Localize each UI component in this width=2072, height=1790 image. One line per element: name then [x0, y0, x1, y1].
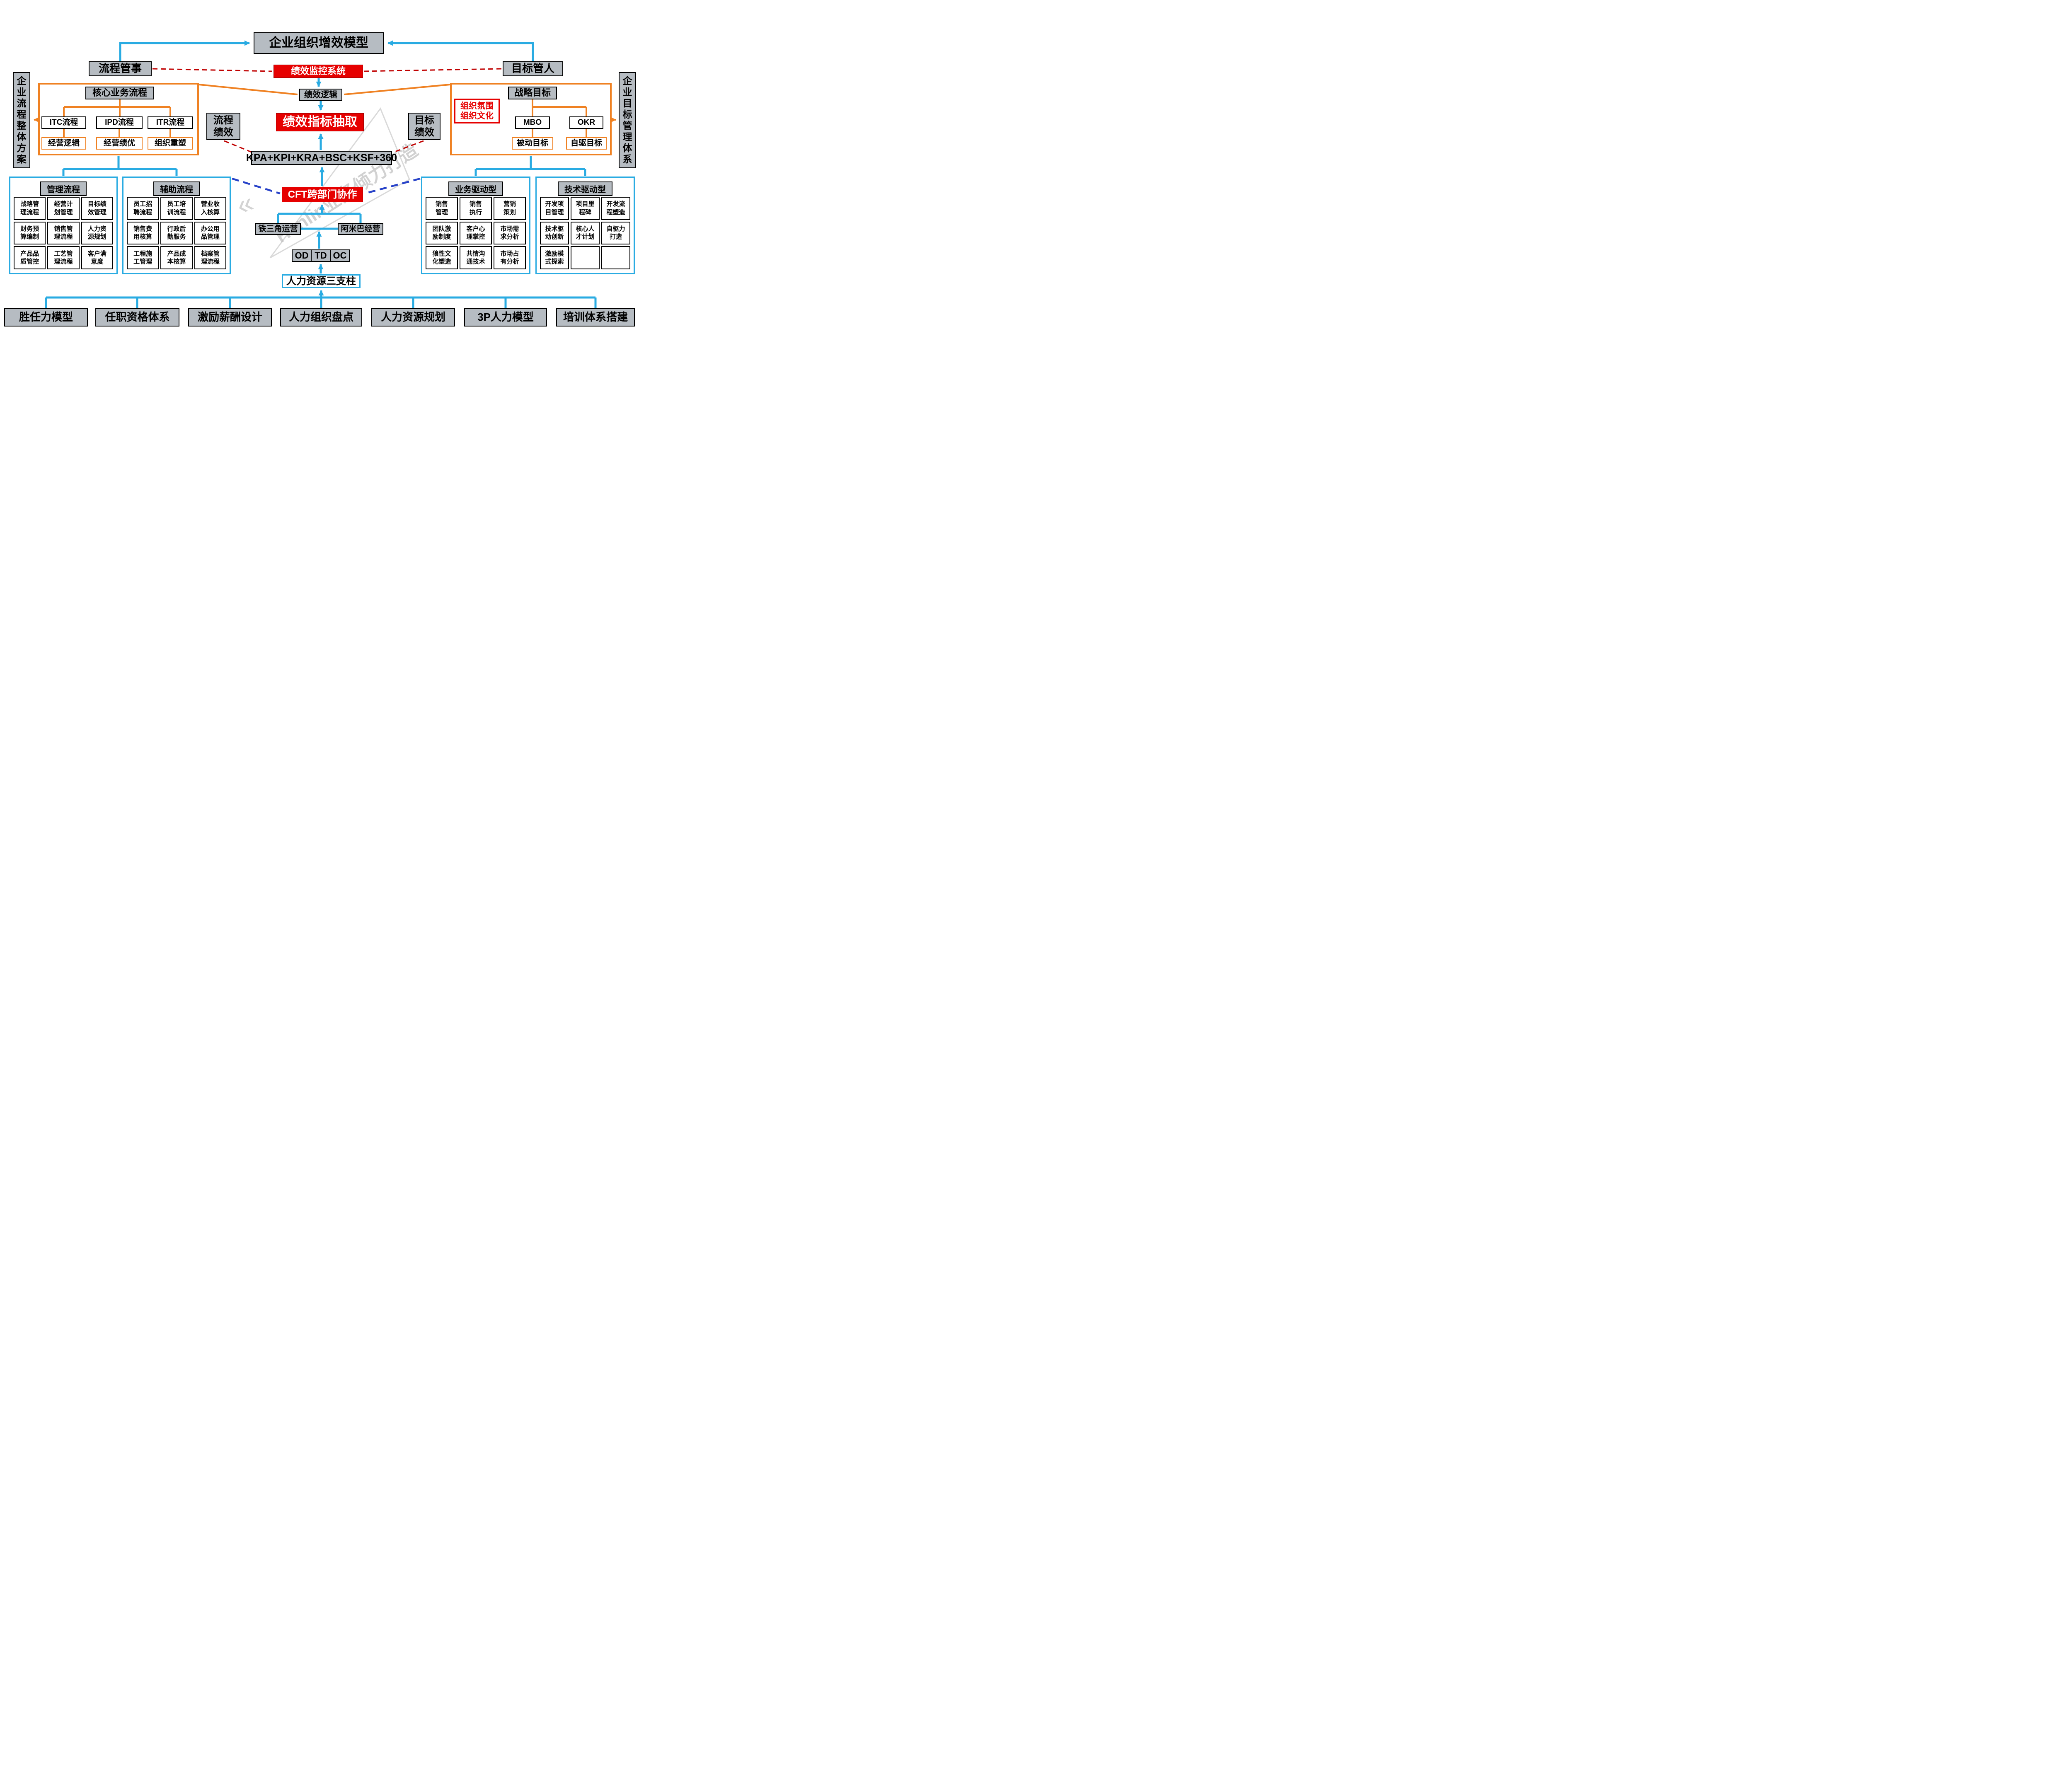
- business-driven-panel: 业务驱动型 销售 管理 销售 执行 营销 策划 团队激 励制度 客户心 理掌控 …: [421, 177, 530, 274]
- goal-system-vertical-label: 企业目标管理体系: [619, 72, 636, 168]
- table-cell: 销售 管理: [426, 197, 458, 220]
- table-cell: 销售 执行: [460, 197, 492, 220]
- three-p-model-box: 3P人力模型: [464, 308, 547, 327]
- process-system-vertical-label: 企业流程整体方案: [13, 72, 30, 168]
- table-cell: 市场占 有分析: [494, 246, 526, 269]
- hr-planning-box: 人力资源规划: [371, 308, 455, 327]
- left-process-panel: [38, 83, 199, 155]
- incentive-compensation-box: 激励薪酬设计: [188, 308, 272, 327]
- table-cell: 行政后 勤服务: [160, 221, 193, 245]
- table-cell: 激励模 式探索: [540, 246, 569, 269]
- technology-driven-panel: 技术驱动型 开发项 目管理 项目里 程碑 开发流 程塑造 技术驱 动创新 核心人…: [535, 177, 635, 274]
- auxiliary-process-table: 员工招 聘流程 员工培 训流程 营业收 入核算 销售费 用核算 行政后 勤服务 …: [127, 197, 226, 269]
- table-cell: 共情沟 通技术: [460, 246, 492, 269]
- table-cell-empty: [601, 246, 630, 269]
- table-cell: 人力资 源规划: [81, 221, 113, 245]
- strategy-goal-title: 战略目标: [508, 87, 557, 99]
- process-perf-box: 流程 绩效: [206, 113, 240, 140]
- amoeba-box: 阿米巴经营: [338, 223, 383, 235]
- table-cell: 团队激 励制度: [426, 221, 458, 245]
- table-cell: 自驱力 打造: [601, 221, 630, 245]
- table-cell: 技术驱 动创新: [540, 221, 569, 245]
- management-process-title: 管理流程: [40, 181, 87, 196]
- red-dashed-connectors: [152, 68, 502, 153]
- table-cell: 市场需 求分析: [494, 221, 526, 245]
- goal-perf-box: 目标 绩效: [408, 113, 441, 140]
- table-cell: 营销 策划: [494, 197, 526, 220]
- table-cell: 产品成 本核算: [160, 246, 193, 269]
- table-cell: 客户心 理掌控: [460, 221, 492, 245]
- main-title: 企业组织增效模型: [254, 32, 384, 54]
- management-process-panel: 管理流程 战略管 理流程 经营计 划管理 目标绩 效管理 财务预 算编制 销售管…: [9, 177, 118, 274]
- auxiliary-process-panel: 辅助流程 员工招 聘流程 员工培 训流程 营业收 入核算 销售费 用核算 行政后…: [122, 177, 231, 274]
- table-cell: 核心人 才计划: [571, 221, 600, 245]
- org-reshape-box: 组织重塑: [148, 137, 193, 150]
- table-cell: 档案管 理流程: [194, 246, 226, 269]
- table-cell: 项目里 程碑: [571, 197, 600, 220]
- right-goal-panel: [450, 83, 612, 155]
- table-cell: 员工招 聘流程: [127, 197, 159, 220]
- itr-box: ITR流程: [148, 116, 193, 129]
- okr-box: OKR: [569, 116, 603, 129]
- auxiliary-process-title: 辅助流程: [153, 181, 200, 196]
- business-driven-table: 销售 管理 销售 执行 营销 策划 团队激 励制度 客户心 理掌控 市场需 求分…: [426, 197, 526, 269]
- business-excellence-box: 经营绩优: [96, 137, 143, 150]
- table-cell: 工艺管 理流程: [47, 246, 80, 269]
- management-process-table: 战略管 理流程 经营计 划管理 目标绩 效管理 财务预 算编制 销售管 理流程 …: [14, 197, 113, 269]
- perf-monitor-box: 绩效监控系统: [274, 65, 363, 78]
- core-process-title: 核心业务流程: [85, 87, 154, 99]
- diagram-canvas: « Hanlin业务倾力打造: [0, 0, 637, 358]
- table-cell: 开发流 程塑造: [601, 197, 630, 220]
- table-cell: 产品品 质管控: [14, 246, 46, 269]
- od-box: OD: [292, 249, 312, 262]
- oc-box: OC: [330, 249, 350, 262]
- table-cell: 销售管 理流程: [47, 221, 80, 245]
- training-system-box: 培训体系搭建: [556, 308, 635, 327]
- table-cell: 开发项 目管理: [540, 197, 569, 220]
- cft-box: CFT跨部门协作: [282, 187, 363, 202]
- ipd-box: IPD流程: [96, 116, 143, 129]
- iron-triangle-box: 铁三角运营: [255, 223, 301, 235]
- table-cell: 客户满 意度: [81, 246, 113, 269]
- table-cell: 销售费 用核算: [127, 221, 159, 245]
- technology-driven-title: 技术驱动型: [558, 181, 612, 196]
- kpi-extract-box: 绩效指标抽取: [276, 113, 364, 131]
- perf-logic-box: 绩效逻辑: [299, 89, 342, 101]
- kpi-formula-box: KPA+KPI+KRA+BSC+KSF+360: [246, 151, 397, 165]
- self-driven-goal-box: 自驱目标: [566, 137, 607, 150]
- hr-org-inventory-box: 人力组织盘点: [280, 308, 362, 327]
- business-driven-title: 业务驱动型: [448, 181, 503, 196]
- table-cell: 办公用 品管理: [194, 221, 226, 245]
- table-cell: 目标绩 效管理: [81, 197, 113, 220]
- qualification-system-box: 任职资格体系: [95, 308, 179, 327]
- table-cell-empty: [571, 246, 600, 269]
- td-box: TD: [311, 249, 331, 262]
- three-pillars-box: 人力资源三支柱: [282, 274, 361, 288]
- table-cell: 战略管 理流程: [14, 197, 46, 220]
- watermark-chevron-icon: «: [232, 186, 258, 221]
- technology-driven-table: 开发项 目管理 项目里 程碑 开发流 程塑造 技术驱 动创新 核心人 才计划 自…: [540, 197, 630, 269]
- table-cell: 经营计 划管理: [47, 197, 80, 220]
- competency-model-box: 胜任力模型: [4, 308, 88, 327]
- table-cell: 营业收 入核算: [194, 197, 226, 220]
- mbo-box: MBO: [515, 116, 550, 129]
- table-cell: 财务预 算编制: [14, 221, 46, 245]
- itc-box: ITC流程: [41, 116, 86, 129]
- business-logic-box: 经营逻辑: [41, 137, 86, 150]
- org-culture-box: 组织氛围 组织文化: [454, 99, 500, 123]
- table-cell: 工程施 工管理: [127, 246, 159, 269]
- table-cell: 员工培 训流程: [160, 197, 193, 220]
- process-manage-box: 流程管事: [89, 61, 152, 76]
- passive-goal-box: 被动目标: [512, 137, 553, 150]
- goal-manage-box: 目标管人: [503, 61, 563, 76]
- table-cell: 狼性文 化塑造: [426, 246, 458, 269]
